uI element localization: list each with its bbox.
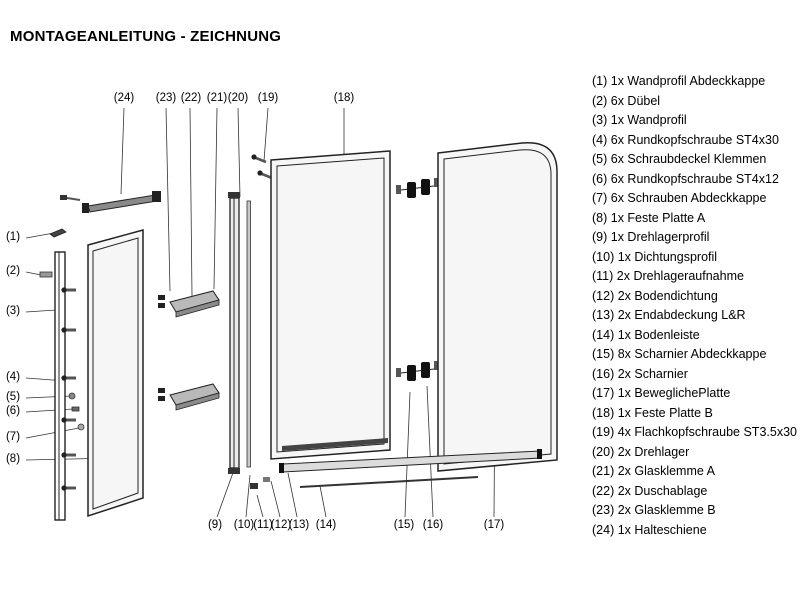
parts-list-item: (15) 8x Scharnier Abdeckkappe	[592, 347, 767, 361]
callout-18: (18)	[333, 92, 355, 104]
hinge-lower	[396, 361, 439, 381]
floor-rail	[250, 449, 542, 489]
callout-23: (23)	[155, 92, 177, 104]
callout-4: (4)	[5, 371, 21, 383]
screw-cover	[68, 392, 76, 400]
parts-list-item: (3) 1x Wandprofil	[592, 113, 687, 127]
callout-22: (22)	[180, 92, 202, 104]
pivot-profile	[228, 192, 240, 474]
parts-list-item: (24) 1x Halteschiene	[592, 522, 707, 537]
parts-list-item: (16) 2x Scharnier	[592, 366, 688, 381]
wall-profile-cap	[49, 228, 67, 238]
leader-lines	[25, 107, 496, 518]
end-cap-right	[537, 449, 542, 459]
hinge-upper	[396, 178, 439, 198]
callout-6: (6)	[5, 405, 21, 417]
callout-24: (24)	[113, 92, 135, 104]
callout-21: (21)	[206, 92, 228, 104]
parts-list-item: (21) 2x Glasklemme A	[592, 464, 715, 478]
fixed-panel-b	[270, 150, 391, 460]
callout-17: (17)	[483, 519, 505, 531]
parts-list-item: (7) 6x Schrauben Abdeckkappe	[592, 191, 767, 205]
parts-list-item: (1) 1x Wandprofil Abdeckkappe	[592, 74, 766, 88]
parts-list-item: (10) 1x Dichtungsprofil	[592, 249, 718, 264]
parts-list-item: (13) 2x Endabdeckung L&R	[592, 308, 746, 322]
callout-1: (1)	[5, 231, 21, 243]
shower-shelf-lower	[158, 383, 220, 411]
pivot-bearing-bottom	[228, 468, 240, 474]
callout-7: (7)	[5, 431, 21, 443]
sealing-profile	[246, 200, 251, 468]
parts-list-item: (19) 4x Flachkopfschraube ST3.5x30	[592, 425, 797, 439]
callout-5: (5)	[5, 391, 21, 403]
short-screw	[71, 406, 80, 412]
floor-seal-strip	[299, 476, 479, 488]
parts-list-item: (4) 6x Rundkopfschraube ST4x30	[592, 132, 779, 147]
callout-11: (11)	[253, 519, 273, 531]
pivot-bearing-top	[228, 192, 240, 198]
callout-2: (2)	[5, 265, 21, 277]
parts-list-item: (8) 1x Feste Platte A	[592, 210, 706, 225]
parts-list-item: (12) 2x Bodendichtung	[592, 288, 718, 303]
callout-20: (20)	[227, 92, 249, 104]
pivot-receiver	[250, 483, 258, 489]
callout-3: (3)	[5, 305, 21, 317]
shower-shelf-upper	[158, 290, 220, 318]
bottom-seal	[282, 438, 388, 451]
callout-19: (19)	[257, 92, 279, 104]
wall-profile	[49, 228, 67, 521]
parts-list-item: (22) 2x Duschablage	[592, 483, 708, 498]
callout-14: (14)	[315, 519, 337, 531]
parts-list-item: (14) 1x Bodenleiste	[592, 327, 700, 342]
parts-list-item: (9) 1x Drehlagerprofil	[592, 230, 710, 244]
holding-rail	[60, 191, 161, 213]
floor-gasket	[263, 477, 270, 482]
screw-cap	[77, 423, 85, 431]
dowels-and-screws	[39, 271, 85, 491]
parts-list-item: (5) 6x Schraubdeckel Klemmen	[592, 152, 767, 166]
parts-list-item: (18) 1x Feste Platte B	[592, 405, 713, 420]
end-cap-left	[279, 463, 284, 473]
callout-13: (13)	[288, 519, 310, 531]
movable-panel	[437, 142, 558, 472]
parts-list-item: (20) 2x Drehlager	[592, 444, 690, 459]
parts-list-item: (6) 6x Rundkopfschraube ST4x12	[592, 171, 779, 186]
callout-8: (8)	[5, 453, 21, 465]
callout-16: (16)	[422, 519, 444, 531]
callout-12: (12)	[270, 519, 292, 531]
parts-list-item: (2) 6x Dübel	[592, 93, 661, 108]
callout-10: (10)	[233, 519, 255, 531]
flat-head-screws	[251, 154, 273, 180]
page-title: MONTAGEANLEITUNG - ZEICHNUNG	[10, 28, 282, 45]
parts-list-item: (17) 1x BeweglichePlatte	[592, 386, 731, 400]
screw-icons	[66, 288, 76, 490]
parts-list: (1) 1x Wandprofil Abdeckkappe (2) 6x Düb…	[592, 72, 798, 540]
parts-list-item: (11) 2x Drehlageraufnahme	[592, 269, 744, 283]
callout-9: (9)	[207, 519, 223, 531]
parts-list-item: (23) 2x Glasklemme B	[592, 503, 716, 517]
fixed-panel-a	[87, 229, 144, 518]
callout-15: (15)	[393, 519, 415, 531]
